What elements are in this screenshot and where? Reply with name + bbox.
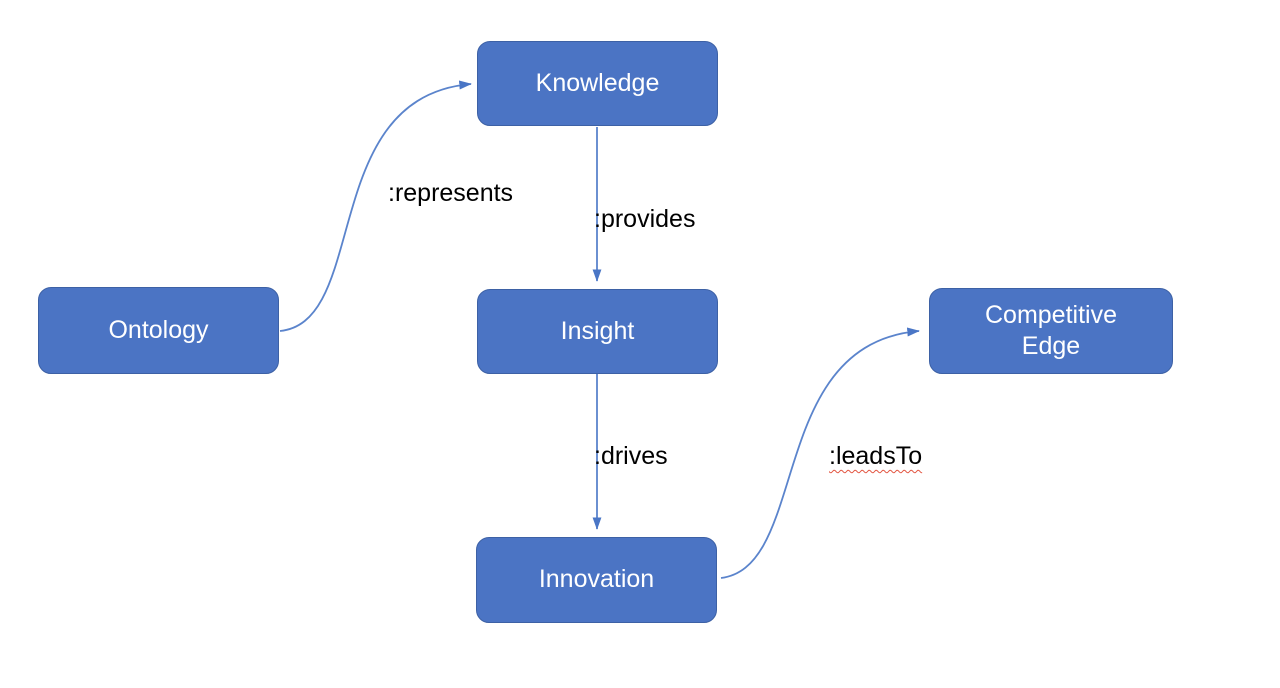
edge-label-drives: :drives: [594, 442, 668, 470]
node-innovation[interactable]: Innovation: [476, 537, 717, 623]
node-label: Innovation: [538, 565, 655, 594]
node-label: Knowledge: [535, 68, 660, 97]
node-ontology[interactable]: Ontology: [38, 287, 279, 374]
node-label: Competitive Edge: [985, 300, 1117, 360]
edge-label-represents: :represents: [388, 179, 514, 207]
edge-label-leadsto: :leadsTo: [829, 442, 923, 470]
node-insight[interactable]: Insight: [477, 289, 718, 374]
node-label: Insight: [560, 316, 635, 345]
node-competitive-edge[interactable]: Competitive Edge: [929, 288, 1173, 374]
node-label: Ontology: [108, 315, 209, 344]
edge-label-provides: :provides: [594, 205, 696, 233]
node-knowledge[interactable]: Knowledge: [477, 41, 718, 126]
